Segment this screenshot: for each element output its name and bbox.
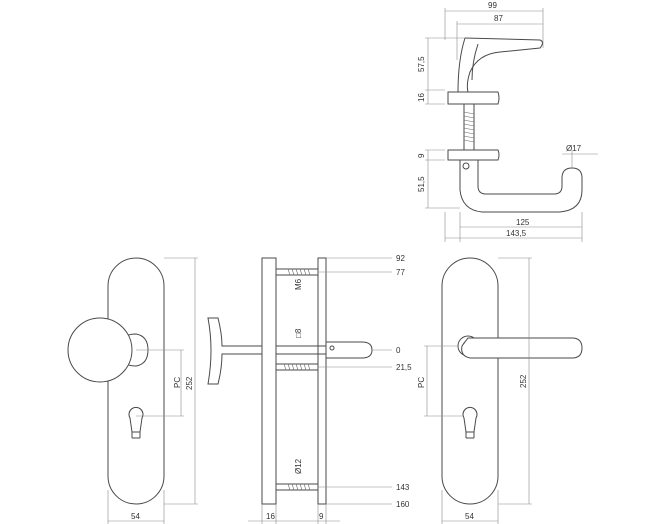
- dim-0: 0: [396, 346, 401, 355]
- dim-pc-lever: PC: [417, 377, 426, 388]
- label-dia-12: Ø12: [294, 458, 303, 474]
- dim-9-top: 9: [417, 153, 426, 158]
- screw-top-thread: [287, 268, 311, 276]
- dim-51-5: 51,5: [417, 176, 426, 192]
- dim-99: 99: [488, 1, 497, 10]
- dim-54-knob: 54: [131, 512, 140, 521]
- dim-252-knob: 252: [185, 376, 194, 390]
- keyhole: [128, 406, 144, 439]
- dim-dia-17: Ø17: [566, 144, 582, 153]
- front-view-knob: PC 252 54: [67, 257, 198, 524]
- dim-143: 143: [396, 483, 410, 492]
- screw-mid-thread: [283, 363, 311, 371]
- dim-125: 125: [516, 218, 530, 227]
- label-spindle-8: □8: [294, 328, 303, 338]
- dim-54-lever: 54: [465, 512, 474, 521]
- front-view-lever: PC 252 54: [417, 257, 583, 524]
- screw-bottom-thread: [287, 483, 311, 491]
- dim-16: 16: [417, 93, 426, 102]
- label-m6: M6: [294, 278, 303, 290]
- dim-77: 77: [396, 268, 405, 277]
- top-view: 99 87 57,5 16: [417, 1, 598, 242]
- dim-9-side: 9: [319, 512, 324, 521]
- dim-160: 160: [396, 500, 410, 509]
- dim-21-5: 21,5: [396, 363, 412, 372]
- dim-252-lever: 252: [519, 374, 528, 388]
- dim-87: 87: [494, 14, 503, 23]
- dim-16-side: 16: [266, 512, 275, 521]
- spindle-thread: [463, 111, 475, 143]
- dim-92: 92: [396, 254, 405, 263]
- dim-143-5: 143,5: [506, 229, 527, 238]
- keyhole: [462, 406, 478, 439]
- dim-pc-knob: PC: [173, 377, 182, 388]
- side-view: M6 □8 Ø12 92 77 0 21,5 143 160 16 9: [207, 254, 412, 524]
- dim-57-5: 57,5: [417, 56, 426, 72]
